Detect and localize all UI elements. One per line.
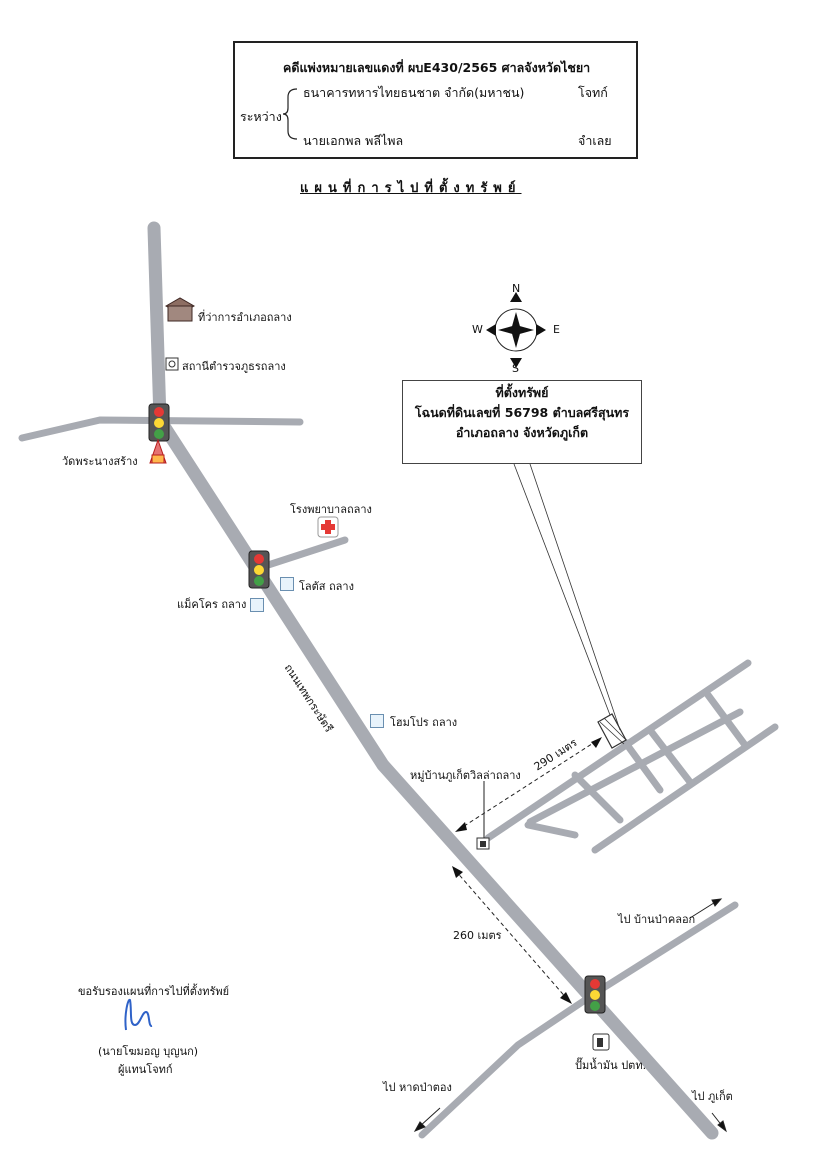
traffic-light-middle: [248, 550, 270, 589]
property-parcel: [513, 463, 627, 749]
traffic-light-south: [584, 975, 606, 1014]
distance-line-260: [452, 866, 572, 1004]
distance-line-290: [455, 737, 602, 832]
village-road-4: [524, 821, 579, 839]
homepro-label: โฮมโปร ถลาง: [390, 716, 458, 729]
lotus-label: โลตัส ถลาง: [299, 580, 354, 593]
compass-n-label: N: [512, 282, 521, 295]
southern-cross-road: [418, 901, 739, 1139]
compass-rose: [486, 292, 546, 368]
police-icon: [165, 357, 179, 371]
homepro-marker: [370, 714, 384, 728]
lotus-marker: [280, 577, 294, 591]
certifier-role: ผู้แทนโจทก์: [118, 1063, 173, 1076]
defendant-name: นายเอกพล พลีไพล: [303, 133, 404, 148]
certifier-name: (นายโฆมอญ บุญนก): [98, 1045, 199, 1058]
defendant-role: จำเลย: [578, 133, 612, 148]
between-brace: [282, 88, 298, 140]
main-road: [147, 221, 719, 1140]
temple-label: วัดพระนางสร้าง: [62, 455, 138, 468]
between-label: ระหว่าง: [240, 109, 282, 124]
direction-arrows: [413, 781, 727, 1133]
to-hat-pa-tong-label: ไป หาดป่าตอง: [383, 1081, 452, 1094]
roads: [18, 221, 779, 1140]
hospital-label: โรงพยาบาลถลาง: [290, 503, 372, 516]
property-note-deed: โฉนดที่ดินเลขที่ 56798 ตำบลศรีสุนทร: [414, 405, 630, 420]
certification-line: ขอรับรองแผนที่การไปที่ตั้งทรัพย์: [78, 985, 230, 998]
to-phuket-label: ไป ภูเก็ต: [692, 1090, 733, 1103]
case-number-line: คดีแพ่งหมายเลขแดงที่ ผบE430/2565 ศาลจังห…: [283, 60, 591, 75]
compass-w-label: W: [472, 323, 483, 336]
map-title: แผนที่การไปที่ตั้งทรัพย์: [300, 181, 522, 196]
temple-icon: [149, 438, 167, 464]
police-station-label: สถานีตำรวจภูธรถลาง: [182, 360, 286, 373]
makro-label: แม็คโคร ถลาง: [177, 598, 247, 611]
hospital-icon: [317, 516, 339, 538]
to-ban-pa-klok-label: ไป บ้านป่าคลอก: [618, 913, 696, 926]
district-office-label: ที่ว่าการอำเภอถลาง: [198, 311, 292, 324]
property-note-box: ที่ตั้งทรัพย์ โฉนดที่ดินเลขที่ 56798 ตำบ…: [402, 380, 642, 464]
cross-road-north: [18, 416, 304, 442]
case-header-box: [233, 41, 638, 159]
property-note-district: อำเภอถลาง จังหวัดภูเก็ต: [455, 425, 589, 440]
village-road: [484, 659, 752, 842]
fuel-icon: [592, 1033, 610, 1051]
village-road-2: [526, 708, 744, 826]
plaintiff-name: ธนาคารทหารไทยธนชาต จำกัด(มหาชน): [303, 85, 525, 100]
village-gate-icon: [476, 837, 490, 850]
hospital-road: [258, 536, 349, 571]
compass-s-label: S: [512, 362, 519, 375]
signature: [124, 998, 153, 1031]
distance-260-label: 260 เมตร: [453, 929, 502, 942]
district-office-icon: [164, 297, 196, 322]
village-label: หมู่บ้านภูเก็ตวิลล่าถลาง: [410, 769, 521, 782]
traffic-light-north: [148, 403, 170, 442]
compass-e-label: E: [553, 323, 560, 336]
property-note-title: ที่ตั้งทรัพย์: [495, 385, 549, 400]
gas-station-label: ปั๊มน้ำมัน ปตท.: [575, 1059, 647, 1072]
plaintiff-role: โจทก์: [578, 85, 608, 100]
makro-marker: [250, 598, 264, 612]
